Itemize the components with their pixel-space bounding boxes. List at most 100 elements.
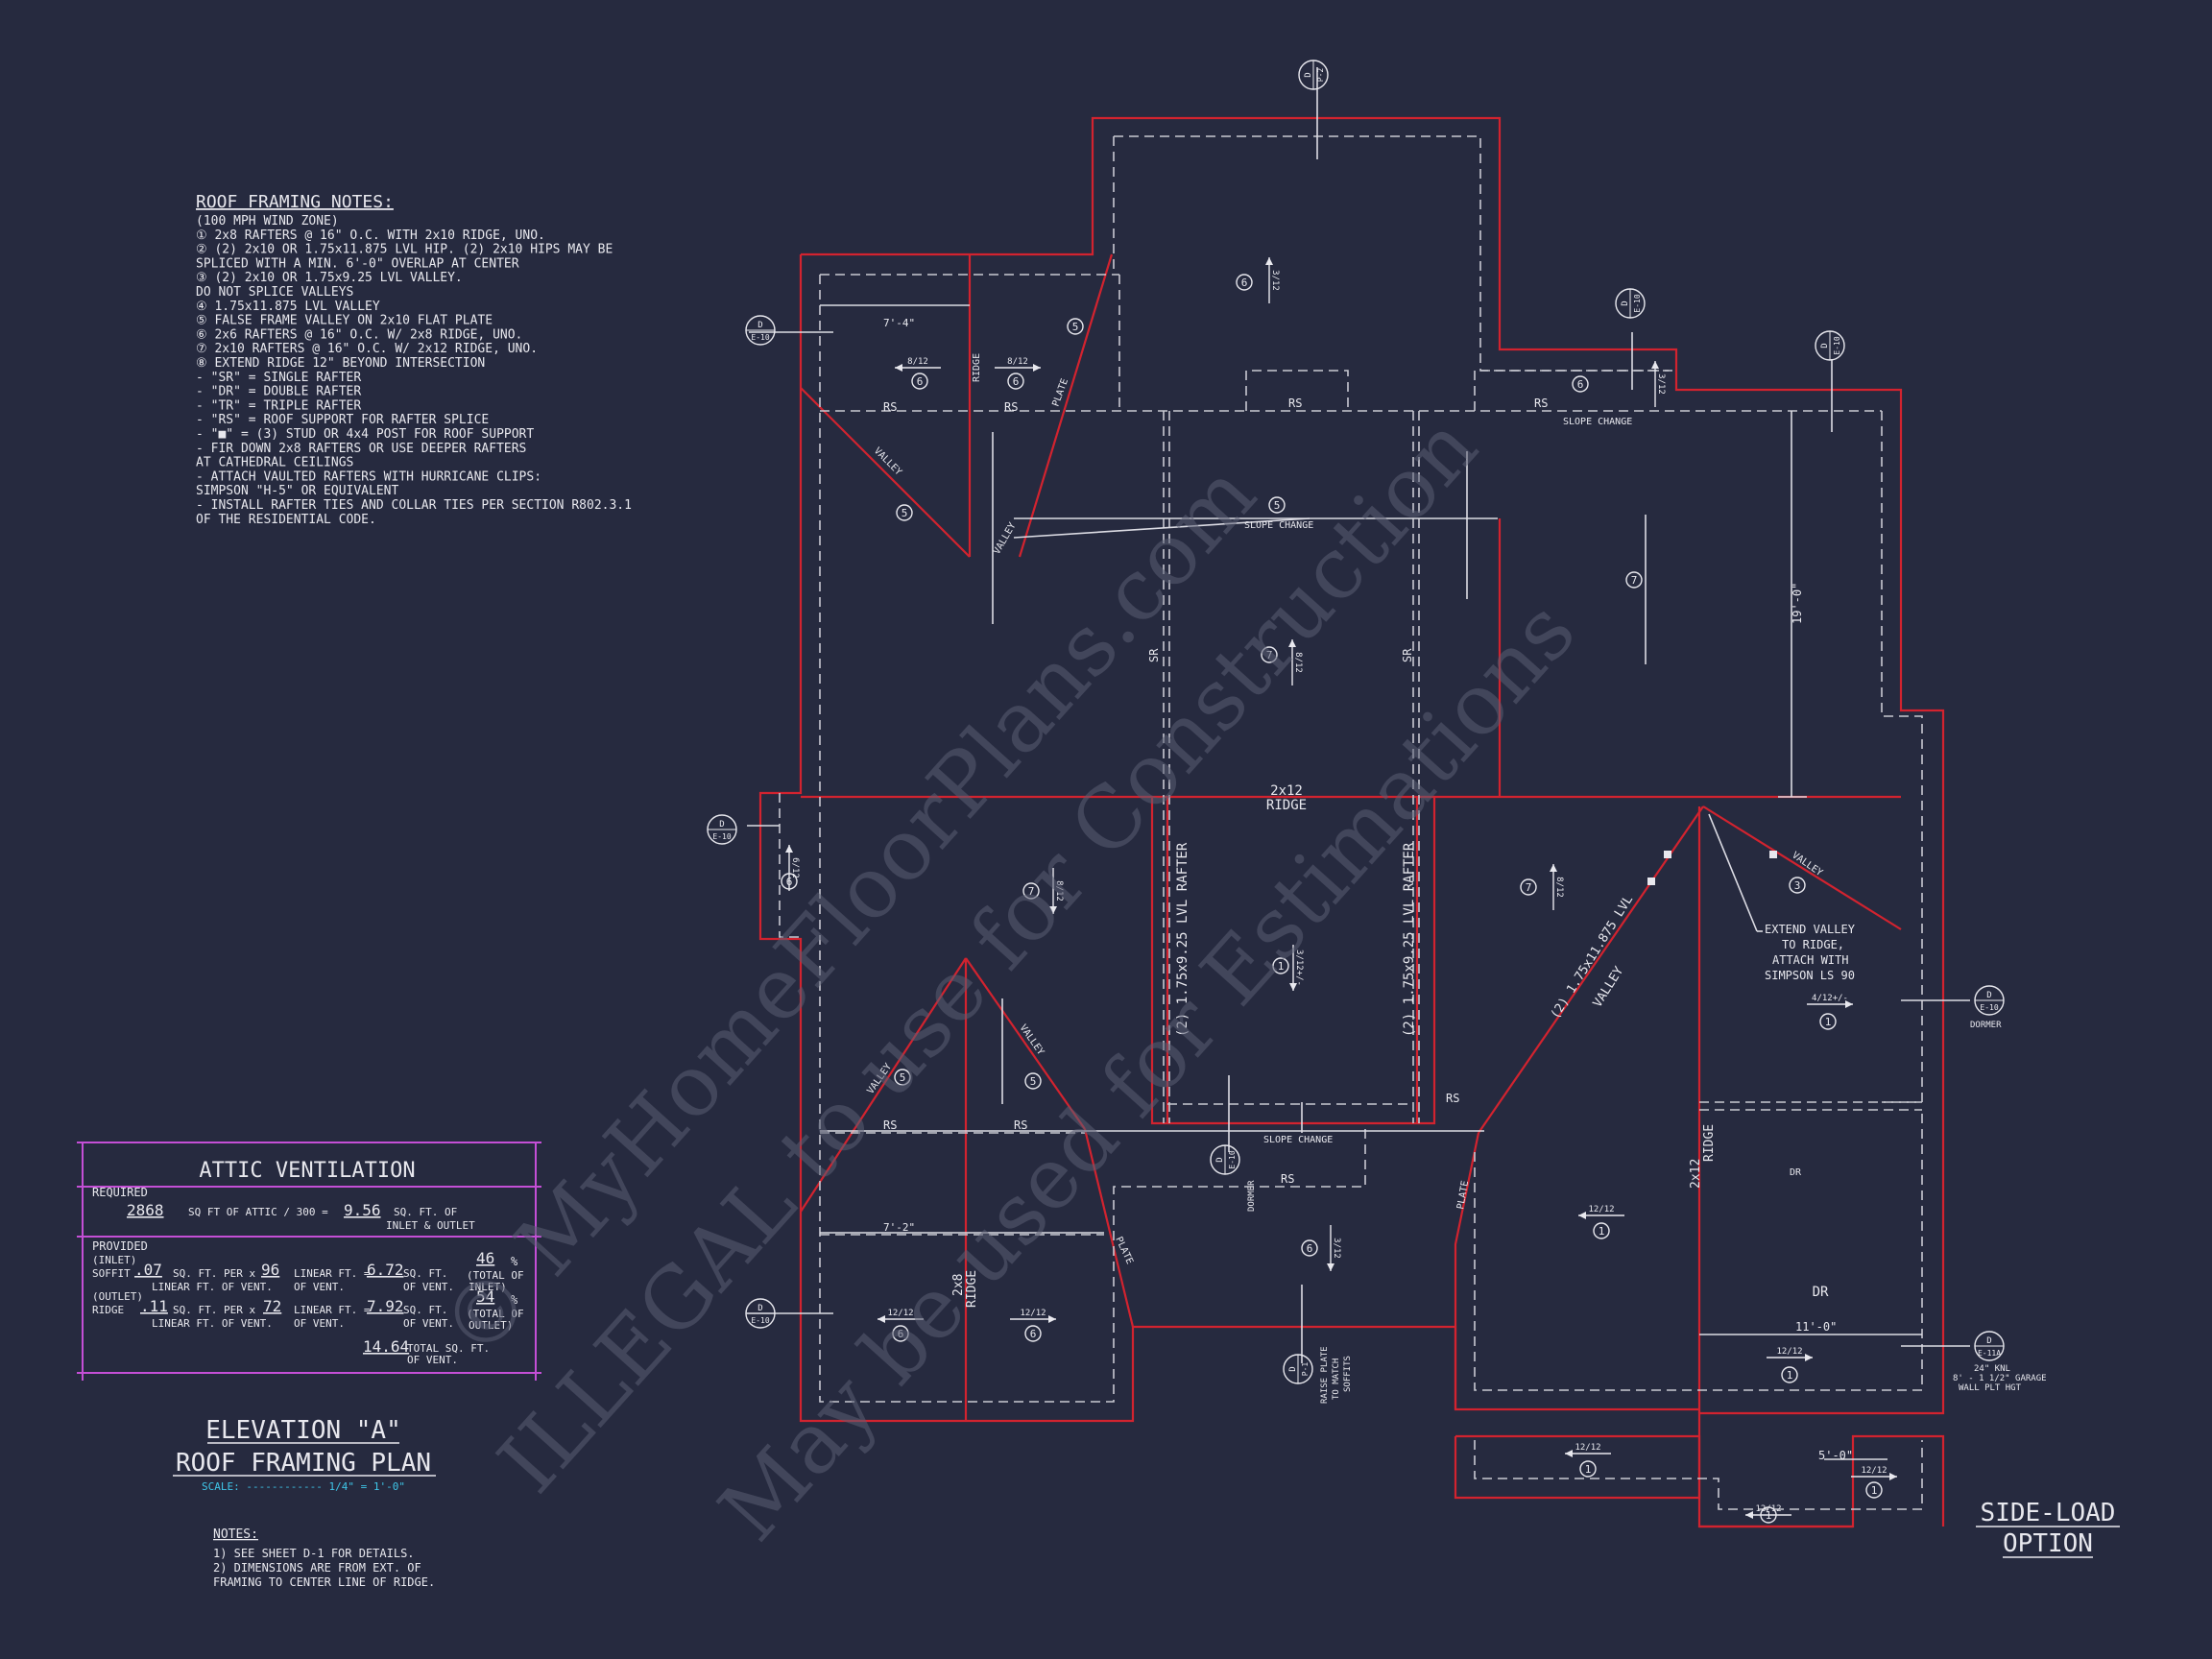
callout-circle (781, 873, 798, 890)
attic-of-vent-2b: OF VENT. (403, 1317, 454, 1330)
attic-total-of-2: (TOTAL OF (467, 1308, 524, 1320)
label-dormer-v: DORMER (1247, 1180, 1257, 1212)
pitch-arrow-head (1550, 864, 1557, 872)
pitch-label: 8/12 (1007, 357, 1028, 367)
dim-7-4: 7'-4" (883, 317, 915, 329)
callout-circle (1781, 1366, 1798, 1383)
note-line: ⑤ FALSE FRAME VALLEY ON 2x10 FLAT PLATE (196, 314, 493, 328)
note-line: - ATTACH VAULTED RAFTERS WITH HURRICANE … (196, 469, 541, 484)
tag-top: D (1986, 991, 1991, 1000)
pitch-label: 12/12 (1575, 1443, 1600, 1453)
attic-ridge-pct: 54 (476, 1287, 494, 1306)
callout-circle (1789, 877, 1806, 894)
label-ridge-v2: RIDGE (965, 1270, 979, 1308)
callout-number: 1 (1787, 1369, 1793, 1382)
label-rs: RS (1534, 397, 1548, 410)
drawing-title: ELEVATION "A" ROOF FRAMING PLAN SCALE: -… (173, 1416, 436, 1493)
note-line: ⑧ EXTEND RIDGE 12" BEYOND INTERSECTION (196, 356, 485, 371)
label-rs: RS (1281, 1172, 1294, 1186)
section-tag: DE-10 (745, 1298, 776, 1329)
note-line: - "■" = (3) STUD OR 4x4 POST FOR ROOF SU… (196, 427, 534, 442)
attic-ridge: RIDGE (92, 1304, 124, 1316)
tag-top: D (1304, 72, 1313, 77)
attic-linear-vent-2: LINEAR FT. OF VENT. (152, 1317, 273, 1330)
note-raise-2: TO MATCH (1332, 1358, 1341, 1400)
section-tag: DE-10 (1974, 985, 2005, 1016)
note-line: - "DR" = DOUBLE RAFTER (196, 385, 361, 399)
roof-framing-notes: ROOF FRAMING NOTES: (100 MPH WIND ZONE)①… (196, 192, 632, 527)
attic-total-of-1: (TOTAL OF (467, 1269, 524, 1282)
section-tag: DE-10 (745, 315, 776, 346)
callout-circle (1067, 318, 1084, 335)
note-garage-3: WALL PLT HGT (1959, 1383, 2022, 1393)
callout-number: 6 (898, 1328, 904, 1340)
label-rs: RS (883, 1118, 897, 1132)
callout-number: 5 (1030, 1075, 1037, 1088)
attic-soffit-len: 96 (261, 1261, 279, 1279)
label-ridge: RIDGE (1266, 798, 1307, 813)
label-slope-change: SLOPE CHANGE (1263, 1135, 1333, 1145)
callout-circle (1572, 375, 1589, 393)
callout-circle (896, 504, 913, 521)
note-raise-3: SOFFITS (1343, 1356, 1353, 1392)
callout-number: 5 (902, 507, 908, 519)
pitch-label: 12/12 (1861, 1466, 1887, 1476)
attic-of-vent-2: OF VENT. (294, 1317, 345, 1330)
note-extend-valley-3: ATTACH WITH (1772, 953, 1848, 967)
callout-circle (1007, 373, 1024, 390)
attic-ridge-len: 72 (263, 1297, 281, 1315)
watermark-line-1: © MyHomeFloorPlans.com (421, 445, 1275, 1377)
attic-soffit: SOFFIT (92, 1267, 131, 1280)
callout-number: 6 (917, 375, 924, 388)
label-rs: RS (1004, 400, 1018, 414)
callout-circle (894, 1069, 911, 1086)
note-line: - "TR" = TRIPLE RAFTER (196, 398, 361, 413)
callout-number: 5 (1072, 321, 1079, 333)
note-line: - "SR" = SINGLE RAFTER (196, 371, 361, 385)
roof-outline (758, 116, 1945, 1528)
tag-bottom: E-10 (751, 333, 769, 342)
callout-number: 5 (900, 1071, 906, 1084)
note-line: ⑥ 2x6 RAFTERS @ 16" O.C. W/ 2x8 RIDGE, U… (196, 327, 522, 342)
callout-circle (892, 1325, 909, 1342)
attic-outlet-label: (OUTLET) (92, 1290, 143, 1303)
dim-19-0: 19'-0" (1791, 583, 1804, 624)
callout-circle (911, 373, 928, 390)
label-valley: VALLEY (992, 521, 1019, 557)
tag-top: D (1215, 1157, 1225, 1162)
pitch-label: 3/12 (1332, 1238, 1341, 1259)
pitch-label: 12/12 (887, 1309, 913, 1318)
callout-number: 6 (1307, 1242, 1313, 1255)
footnotes: NOTES: 1) SEE SHEET D-1 FOR DETAILS. 2) … (213, 1527, 435, 1589)
pitch-label: 4/12+/- (1812, 994, 1848, 1003)
pitch-label: 12/12 (1020, 1309, 1046, 1318)
label-rs: RS (883, 400, 897, 414)
tag-bottom: E-10 (751, 1316, 769, 1325)
callout-number: 1 (1585, 1463, 1592, 1476)
pitch-arrow-head (1805, 1354, 1813, 1361)
callout-circle (1268, 496, 1286, 514)
pitch-label: 8/12 (1554, 877, 1564, 898)
label-dormer: DORMER (1970, 1021, 2002, 1030)
tag-top: D (719, 820, 724, 830)
watermark-line-2: ILLEGAL to use for Construction (479, 397, 1496, 1511)
footnote-2: 2) DIMENSIONS ARE FROM EXT. OF (213, 1561, 421, 1575)
pitch-arrow-head (1265, 257, 1273, 265)
attic-soffit-pct: 46 (476, 1249, 494, 1267)
dim-7-2: 7'-2" (883, 1221, 915, 1234)
pitch-label: 3/12 (1270, 270, 1280, 291)
callout-circle (1272, 957, 1289, 974)
framing-lines (747, 67, 1970, 1460)
attic-linear-vent-1: LINEAR FT. OF VENT. (152, 1281, 273, 1293)
note-line: - INSTALL RAFTER TIES AND COLLAR TIES PE… (196, 498, 632, 513)
attic-req-text: SQ FT OF ATTIC / 300 = (188, 1206, 328, 1218)
tag-top: D (1986, 1336, 1991, 1346)
attic-sqft-2: SQ. FT. (403, 1304, 447, 1316)
post-marker (1647, 878, 1655, 885)
pitch-arrow-head (785, 845, 793, 853)
attic-of-vent-1b: OF VENT. (403, 1281, 454, 1293)
pitch-arrow-head (1578, 1212, 1586, 1219)
